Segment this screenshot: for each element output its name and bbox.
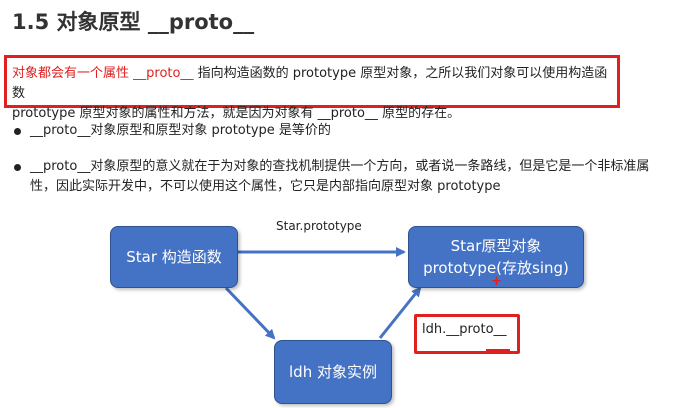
note-text-2: prototype 原型对象的属性和方法，就是因为对象有 __proto__ 原… [12, 106, 461, 121]
arrow-constructor-to-instance [224, 286, 276, 340]
instance-node: ldh 对象实例 [274, 340, 392, 404]
prototype-node-subtitle: prototype(存放sing) [423, 259, 569, 277]
prototype-node-title: Star原型对象 [450, 237, 542, 255]
bullet-text-1: __proto__对象原型和原型对象 prototype 是等价的 [30, 123, 331, 138]
prototype-node: Star原型对象 prototype(存放sing) [408, 226, 584, 288]
proto-callout-text: ldh.__proto__ [422, 322, 507, 337]
bullet-dot-icon [14, 128, 21, 135]
bullet-item-1: __proto__对象原型和原型对象 prototype 是等价的 [14, 121, 670, 141]
note-red-text: 对象都会有一个属性 __proto__ [12, 66, 194, 81]
page-title: 1.5 对象原型 __proto__ [12, 10, 255, 34]
plus-mark: + [491, 274, 502, 289]
note-text-1: 指向构造函数的 prototype 原型对象，之所以我们对象可以使用构造函数 [12, 66, 608, 101]
proto-callout: ldh.__proto__ [414, 314, 520, 354]
bullet-text-2: __proto__对象原型的意义就在于为对象的查找机制提供一个方向，或者说一条路… [30, 159, 650, 194]
edge-label: Star.prototype [276, 219, 362, 233]
arrow-instance-to-prototype [378, 286, 422, 339]
highlight-note: 对象都会有一个属性 __proto__ 指向构造函数的 prototype 原型… [4, 55, 620, 121]
bullet-item-2: __proto__对象原型的意义就在于为对象的查找机制提供一个方向，或者说一条路… [14, 157, 670, 197]
constructor-node: Star 构造函数 [110, 226, 238, 288]
bullet-dot-icon [14, 164, 21, 171]
